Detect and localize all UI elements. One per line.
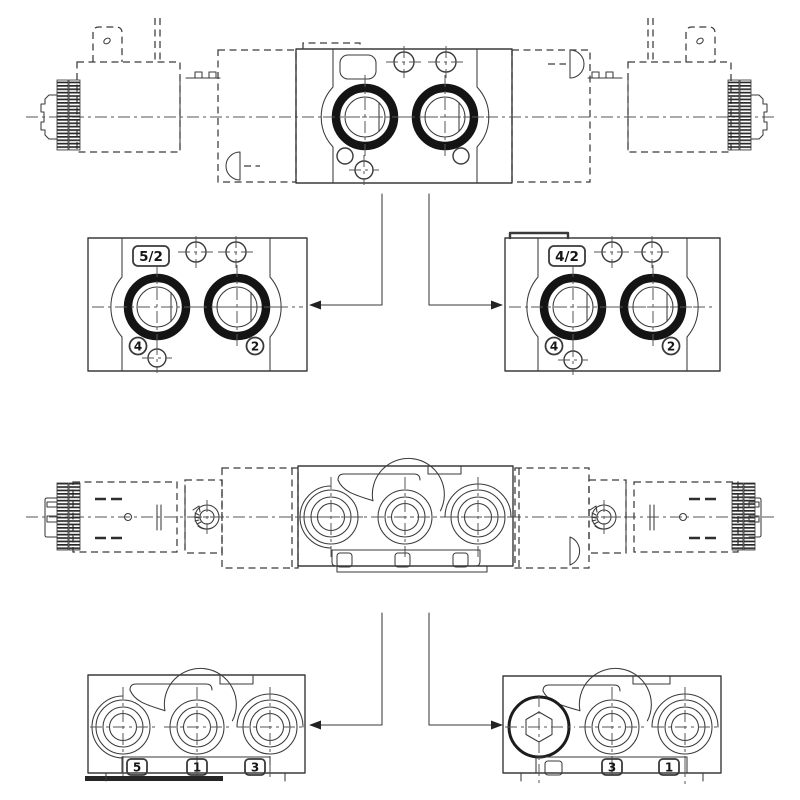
port-face-3 [236,686,304,768]
left-solenoid-bottom [44,467,299,569]
port-label: 4 [550,340,558,354]
port-hole [336,147,354,165]
detail-outline [87,237,308,372]
arrowhead-right-icon [491,300,503,310]
mount-slot [394,552,411,568]
oring-port [323,75,407,159]
detail-view-5-2: 5/2 4 2 [87,235,308,374]
port-label: 1 [665,761,673,775]
port-face-3 [578,686,646,768]
port-label: 3 [608,761,616,775]
variant-tag-frame [132,245,170,267]
pilot-hole [633,235,671,269]
right-solenoid-bottom [514,467,762,569]
datum-bar [85,776,223,781]
leader-arrows-top [309,193,503,310]
right-solenoid [511,18,768,183]
oring-port-2 [611,265,695,349]
port-number-circle [245,336,265,356]
port-label: 1 [193,761,201,775]
port-face [444,476,512,558]
port-face-1 [651,686,719,768]
port-number-circle [661,336,681,356]
pilot-hole [385,45,423,79]
leader-line [428,193,500,306]
port-face-1 [163,686,231,768]
mount-slot [336,552,353,568]
manual-override-knurl [727,79,740,151]
port-number-box [244,758,266,776]
pilot-hole [427,45,465,79]
port-label: 4 [134,340,142,354]
terminal-hole [696,37,704,45]
port-label: 3 [251,761,259,775]
pilot-hole [177,235,215,269]
arrowhead-left-icon [309,720,321,730]
retaining-screw [586,499,622,535]
port-hole [452,147,470,165]
port-label: 2 [667,340,675,354]
top-assembly-view [26,18,776,186]
detail-view-ports-31-plug: 3 1 [502,667,722,785]
variant-tag: 4/2 [555,249,579,265]
retaining-screw [189,499,225,535]
valve-body [297,465,514,567]
pilot-hole [217,235,255,269]
bottom-assembly-view [26,457,776,573]
variant-tag: 5/2 [139,249,163,265]
oring-port [403,75,487,159]
detail-view-4-2: 4/2 4 2 [504,231,721,376]
port-label: 5 [133,761,141,775]
leader-arrows-bottom [309,612,503,730]
port-face [297,476,365,558]
terminal-hole [103,37,111,45]
port-face-5 [89,686,157,768]
port-number-box [126,758,148,776]
leader-line [312,612,383,726]
manual-override-knurl [731,482,744,551]
mount-slot [452,552,469,568]
port-label: 2 [251,340,259,354]
pilot-hole [348,154,380,186]
port-number-circle [128,336,148,356]
variant-tag-frame [548,245,586,267]
left-solenoid [40,18,297,183]
arrowhead-right-icon [491,720,503,730]
port-number-box [601,758,623,776]
manual-override-knurl [56,482,69,551]
port-number-box [186,758,208,776]
leader-line [312,193,383,306]
port-number-box [658,758,680,776]
detail-view-ports-513: 5 1 3 [85,667,306,782]
blank-slot [544,760,563,776]
oring-port-2 [195,265,279,349]
body-slot [339,54,377,80]
port-number-circle [544,336,564,356]
pilot-hole [593,235,631,269]
manual-override-knurl [56,79,69,151]
oring-port-4 [531,265,615,349]
detail-outline [504,237,721,372]
oring-port-4 [115,265,199,349]
arrowhead-left-icon [309,300,321,310]
port-face [371,476,439,558]
leader-line [428,612,500,726]
gasket-tab [508,231,570,240]
